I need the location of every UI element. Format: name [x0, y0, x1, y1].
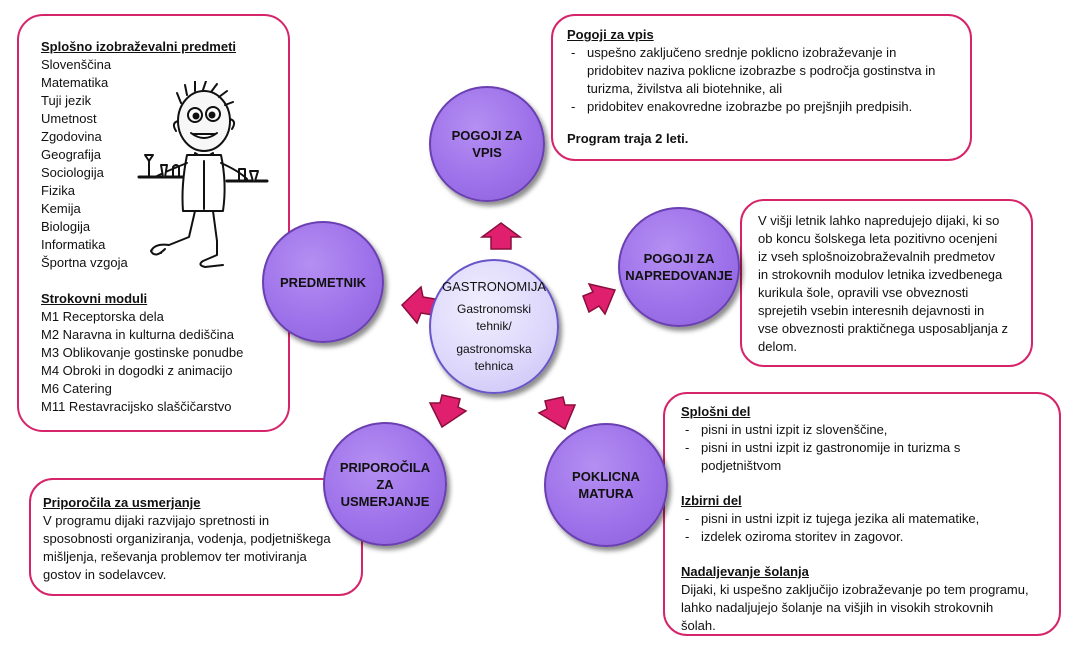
progression-line: vse obveznosti praktičnega usposabljanja…	[758, 321, 1009, 336]
subject-item: Sociologija	[41, 165, 104, 180]
center-title: GASTRONOMIJA	[441, 279, 546, 294]
center-subtitle-line: tehnica	[474, 359, 514, 373]
modules-title: Strokovni moduli	[41, 291, 148, 306]
matura-box: Splošni del pisni in ustni izpit iz slov…	[663, 392, 1061, 636]
admission-box: Pogoji za vpis uspešno zaključeno srednj…	[551, 14, 972, 161]
recommendations-circle-label: ZA	[376, 476, 394, 492]
progression-line: sprejetih vsebin interesnih dejavnosti i…	[758, 303, 985, 318]
admission-circle-label: VPIS	[472, 145, 502, 160]
admission-item-line: uspešno zaključeno srednje poklicno izob…	[587, 45, 897, 60]
subjects-box: Splošno izobraževalni predmeti Slovenšči…	[17, 14, 290, 432]
modules-list: M1 Receptorska dela M2 Naravna in kultur…	[41, 308, 288, 416]
admission-item: uspešno zaključeno srednje poklicno izob…	[567, 44, 956, 98]
general-part-item: pisni in ustni izpit iz slovenščine,	[681, 421, 1059, 439]
general-part-line: pisni in ustni izpit iz gastronomije in …	[701, 440, 961, 455]
subject-item: Športna vzgoja	[41, 255, 128, 270]
progression-line: in strokovnih modulov letnika izvedbeneg…	[758, 267, 1003, 282]
general-part-line: pisni in ustni izpit iz slovenščine,	[701, 422, 888, 437]
general-part-item: pisni in ustni izpit iz gastronomije in …	[681, 439, 1059, 475]
arrow-right-up-icon	[582, 282, 617, 316]
continuation-title: Nadaljevanje šolanja	[681, 564, 809, 579]
continuation-line: lahko nadaljujejo šolanje na višjih in v…	[681, 600, 994, 615]
recommendations-line: gostov in sodelavcev.	[43, 567, 167, 582]
progression-circle-label: NAPREDOVANJE	[625, 268, 733, 283]
recommendations-line: sposobnosti organiziranja, vodenja, podj…	[43, 531, 331, 546]
recommendations-line: mišljenja, reševanja problemov ter motiv…	[43, 549, 307, 564]
continuation-line: Dijaki, ki uspešno zaključijo izobraževa…	[681, 582, 1029, 597]
center-gastronomija: GASTRONOMIJA Gastronomski tehnik/ gastro…	[429, 259, 559, 394]
elective-part-line: pisni in ustni izpit iz tujega jezika al…	[701, 511, 980, 526]
progression-circle: POGOJI ZA NAPREDOVANJE	[618, 207, 740, 327]
matura-circle-label: MATURA	[578, 486, 634, 501]
admission-list: uspešno zaključeno srednje poklicno izob…	[567, 44, 956, 116]
general-part-line: podjetništvom	[701, 458, 782, 473]
matura-circle: POKLICNA MATURA	[544, 423, 668, 547]
progression-box: V višji letnik lahko napredujejo dijaki,…	[740, 199, 1033, 367]
subject-item: Geografija	[41, 147, 101, 162]
elective-part-title: Izbirni del	[681, 493, 742, 508]
admission-item-line: turizma, živilstva ali biotehnike, ali	[587, 81, 783, 96]
recommendations-circle: PRIPOROČILA ZA USMERJANJE	[323, 422, 447, 546]
subject-item: Kemija	[41, 201, 81, 216]
subject-item: Biologija	[41, 219, 91, 234]
subjects-list: Slovenščina Matematika Tuji jezik Umetno…	[41, 56, 288, 272]
general-part-list: pisni in ustni izpit iz slovenščine, pis…	[681, 421, 1059, 475]
general-subjects-title: Splošno izobraževalni predmeti	[41, 39, 237, 54]
module-item: M6 Catering	[41, 381, 112, 396]
recommendations-title: Priporočila za usmerjanje	[43, 495, 201, 510]
arrow-down-left-icon	[428, 394, 468, 429]
elective-part-item: pisni in ustni izpit iz tujega jezika al…	[681, 510, 1059, 528]
module-item: M2 Naravna in kulturna dediščina	[41, 327, 234, 342]
module-item: M1 Receptorska dela	[41, 309, 164, 324]
subject-item: Tuji jezik	[41, 93, 92, 108]
progression-circle-label: POGOJI ZA	[643, 251, 715, 266]
module-item: M3 Oblikovanje gostinske ponudbe	[41, 345, 244, 360]
curriculum-circle: PREDMETNIK	[262, 221, 384, 343]
waiter-illustration	[137, 81, 269, 268]
elective-part-line: izdelek oziroma storitev in zagovor.	[701, 529, 904, 544]
subject-item: Informatika	[41, 237, 106, 252]
arrow-up-icon	[479, 222, 523, 250]
recommendations-circle-label: PRIPOROČILA	[339, 459, 431, 475]
admission-title: Pogoji za vpis	[567, 27, 654, 42]
subject-item: Fizika	[41, 183, 75, 198]
subject-item: Umetnost	[41, 111, 97, 126]
subject-item: Matematika	[41, 75, 109, 90]
progression-line: kurikula šole, opravili vse obveznosti	[758, 285, 969, 300]
continuation-line: šolah.	[681, 618, 716, 633]
admission-circle: POGOJI ZA VPIS	[429, 86, 545, 202]
elective-part-item: izdelek oziroma storitev in zagovor.	[681, 528, 1059, 546]
admission-circle-label: POGOJI ZA	[451, 128, 523, 143]
elective-part-list: pisni in ustni izpit iz tujega jezika al…	[681, 510, 1059, 546]
module-item: M4 Obroki in dogodki z animacijo	[41, 363, 233, 378]
arrow-down-right-icon	[537, 396, 577, 431]
module-item: M11 Restavracijsko slaščičarstvo	[41, 399, 232, 414]
subject-item: Slovenščina	[41, 57, 112, 72]
center-subtitle-line: tehnik/	[476, 319, 512, 333]
progression-line: delom.	[758, 339, 798, 354]
center-subtitle-line: Gastronomski	[456, 302, 532, 316]
matura-circle-label: POKLICNA	[572, 469, 640, 484]
admission-item-line: pridobitev naziva poklicne izobrazbe s p…	[587, 63, 936, 78]
progression-line: V višji letnik lahko napredujejo dijaki,…	[758, 213, 1000, 228]
curriculum-circle-label: PREDMETNIK	[280, 274, 366, 290]
general-part-title: Splošni del	[681, 404, 751, 419]
admission-item: pridobitev enakovredne izobrazbe po prej…	[567, 98, 956, 116]
progression-line: iz vseh splošnoizobraževalnih predmetov	[758, 249, 996, 264]
progression-line: ob koncu šolskega leta pozitivno ocenjen…	[758, 231, 998, 246]
recommendations-line: V programu dijaki razvijajo spretnosti i…	[43, 513, 270, 528]
program-duration: Program traja 2 leti.	[567, 131, 689, 146]
recommendations-box: Priporočila za usmerjanje V programu dij…	[29, 478, 363, 596]
center-subtitle-line: gastronomska	[456, 342, 532, 356]
recommendations-circle-label: USMERJANJE	[340, 493, 430, 509]
subject-item: Zgodovina	[41, 129, 102, 144]
admission-item-line: pridobitev enakovredne izobrazbe po prej…	[587, 99, 913, 114]
